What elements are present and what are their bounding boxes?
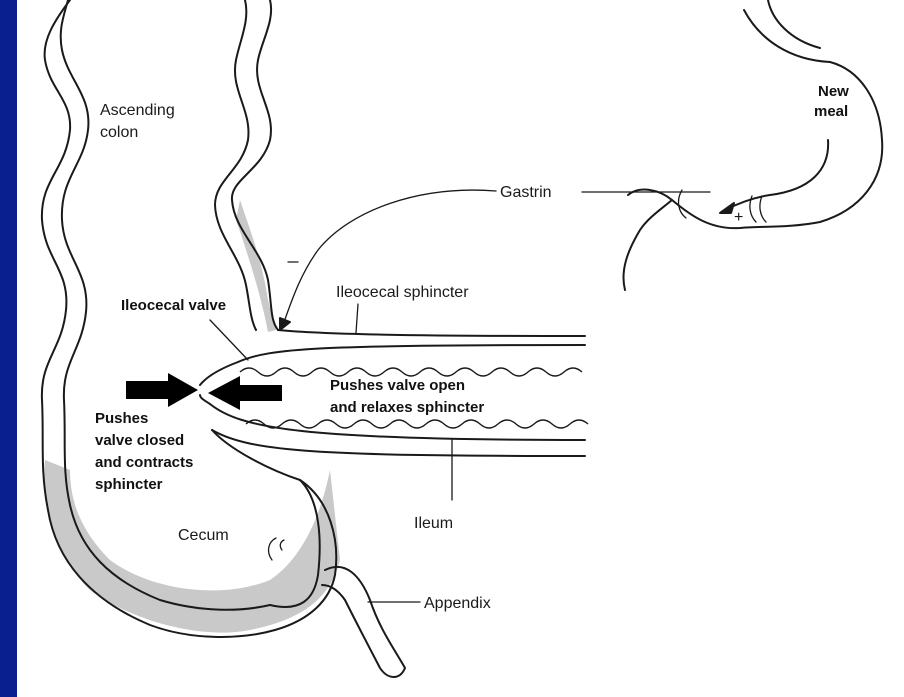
diagram-canvas: Ascending colon New meal Gastrin + Ileoc… bbox=[17, 0, 904, 697]
ileum-upper-mucosa bbox=[240, 368, 582, 376]
pushes-open-label-line2: and relaxes sphincter bbox=[330, 399, 484, 416]
appendix-label: Appendix bbox=[424, 595, 491, 612]
new-meal-arrowhead bbox=[720, 203, 734, 213]
appendix-outline bbox=[322, 567, 405, 677]
gastrin-arrowhead bbox=[280, 318, 290, 330]
colon-right-wall-shading bbox=[236, 200, 276, 332]
pushes-open-label-line1: Pushes valve open bbox=[330, 377, 465, 394]
cecum-curl-mark bbox=[269, 538, 284, 560]
cecum-label: Cecum bbox=[178, 527, 229, 544]
ascending-colon-label-line1: Ascending bbox=[100, 102, 175, 119]
pushes-closed-label-line3: and contracts bbox=[95, 454, 193, 471]
gastrin-arrow-line bbox=[284, 190, 496, 322]
new-meal-label-line2: meal bbox=[814, 103, 848, 120]
left-pointing-arrow bbox=[208, 376, 282, 410]
pushes-closed-label-line1: Pushes bbox=[95, 410, 148, 427]
valve-lower-lip bbox=[200, 395, 210, 404]
gastrin-label: Gastrin bbox=[500, 184, 552, 201]
colon-right-inner-wall bbox=[215, 0, 256, 330]
pylorus-marks bbox=[679, 190, 766, 222]
ileum-label: Ileum bbox=[414, 515, 453, 532]
ileocecal-diagram: Ascending colon New meal Gastrin + Ileoc… bbox=[17, 0, 904, 697]
ileum-lower-mucosa bbox=[246, 420, 588, 428]
ileocecal-sphincter-label: Ileocecal sphincter bbox=[336, 284, 469, 301]
ileum-upper-outer-wall bbox=[278, 330, 585, 336]
ileum-upper-inner-wall bbox=[238, 345, 585, 362]
ascending-colon-label-line2: colon bbox=[100, 124, 138, 141]
stomach-inner-outline bbox=[628, 0, 820, 200]
stomach-outline bbox=[623, 10, 882, 290]
pushes-closed-label-line2: valve closed bbox=[95, 432, 184, 449]
ileocecal-valve-label: Ileocecal valve bbox=[121, 297, 226, 314]
right-pointing-arrow bbox=[126, 373, 198, 407]
pushes-closed-label-line4: sphincter bbox=[95, 476, 163, 493]
valve-leader-line bbox=[210, 320, 248, 360]
ileum-lower-outer-wall bbox=[212, 430, 585, 456]
plus-sign-label: + bbox=[734, 209, 743, 226]
new-meal-label-line1: New bbox=[818, 83, 849, 100]
sphincter-leader-line bbox=[356, 304, 358, 333]
blue-sidebar-strip bbox=[0, 0, 17, 697]
new-meal-arrow bbox=[725, 140, 828, 210]
